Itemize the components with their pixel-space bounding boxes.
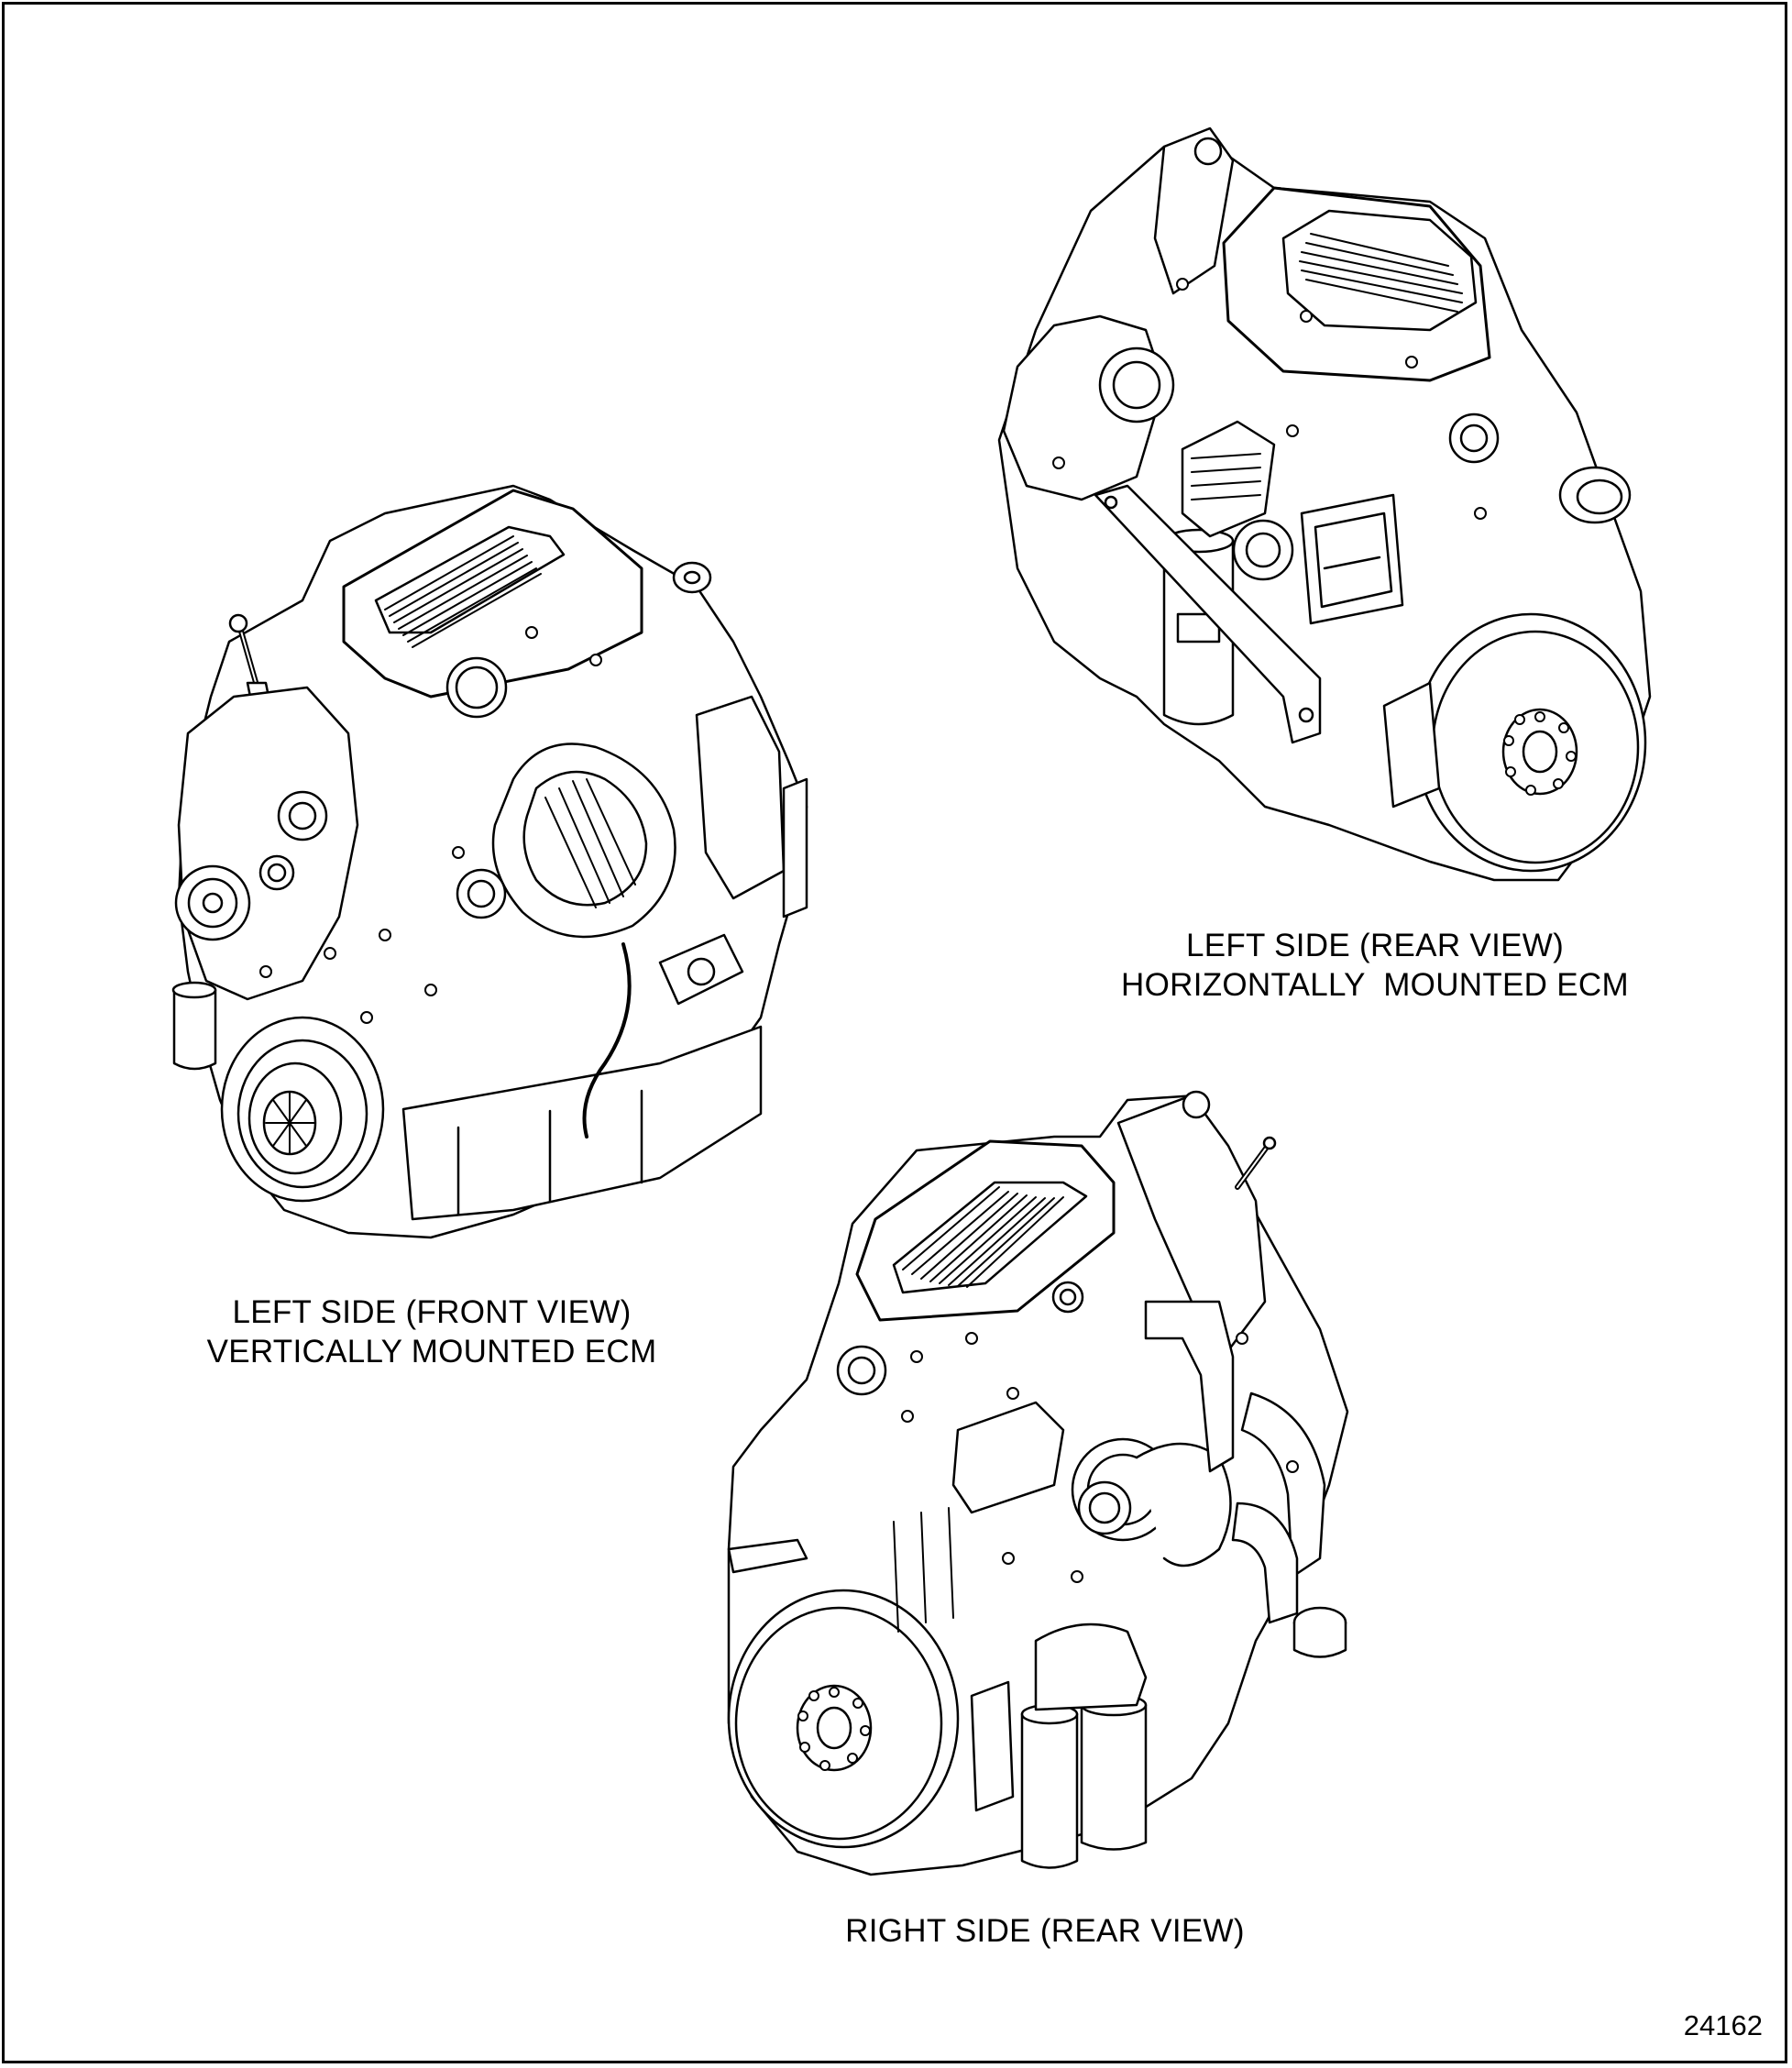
caption-right-side-rear-view: RIGHT SIDE (REAR VIEW): [807, 1911, 1283, 1951]
caption-left-rear-view: LEFT SIDE (REAR VIEW) HORIZONTALLY MOUNT…: [1100, 926, 1650, 1005]
engine-left-rear-view: [997, 126, 1652, 882]
caption-line: VERTICALLY MOUNTED ECM: [206, 1334, 657, 1370]
engine-left-front-view: [171, 484, 808, 1239]
caption-line: LEFT SIDE (REAR VIEW): [1185, 928, 1565, 963]
caption-left-front-view: LEFT SIDE (FRONT VIEW) VERTICALLY MOUNTE…: [175, 1292, 688, 1371]
caption-line: RIGHT SIDE (REAR VIEW): [845, 1913, 1245, 1949]
engine-right-side-rear-view: [727, 1090, 1349, 1876]
figure-number: 24162: [1683, 2009, 1763, 2041]
caption-line: LEFT SIDE (FRONT VIEW): [232, 1294, 632, 1330]
caption-line: HORIZONTALLY MOUNTED ECM: [1121, 967, 1629, 1003]
